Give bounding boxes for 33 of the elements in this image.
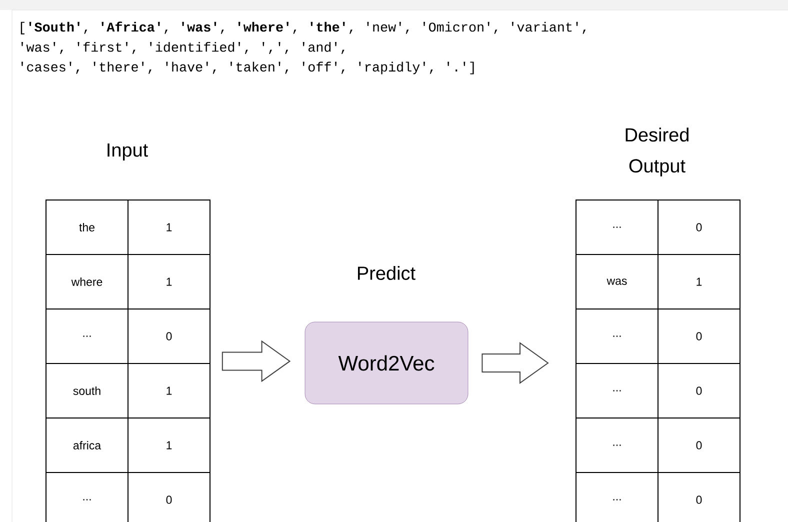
table-cell: 1 [166,223,172,232]
heading: Desired Output [626,128,688,176]
table-cell: ... [613,444,621,446]
table-cell: the [79,223,94,232]
arrow [222,340,291,382]
table-cell: 0 [696,332,702,340]
table-cell: ... [613,226,621,228]
table-cell: 0 [166,332,172,340]
table-cell: 0 [696,223,702,232]
table-cell: africa [73,441,102,450]
table-cell: south [73,386,100,395]
table-cell: where [71,278,102,286]
code-line: 'cases', 'there', 'have', 'taken', 'off', 'rapidly', '.'] [21,62,474,74]
arrow [482,342,549,384]
table-cell: 1 [166,386,172,395]
table-cell: 1 [696,278,702,286]
heading: Predict [358,266,416,280]
table-cell: 1 [166,278,172,286]
table-cell: ... [83,499,91,500]
table-cell: ... [613,499,621,500]
table-cell: ... [613,336,621,337]
table-cell: ... [613,390,621,392]
table-cell: ... [83,336,91,337]
table-cell: 0 [696,386,702,395]
code-line: ['South', 'Africa', 'was', 'where', 'the', 'new', 'Omicron', 'variant', [20,22,586,34]
table-cell: was [606,278,627,285]
heading: Input [108,144,148,160]
model-box: Word2Vec [304,322,468,404]
table-cell: 0 [696,441,702,450]
table-cell: 0 [166,496,172,504]
table-cell: 1 [166,441,172,450]
table-cell: 0 [696,496,702,504]
code-line: 'was', 'first', 'identified', ',', 'and', [21,42,344,54]
